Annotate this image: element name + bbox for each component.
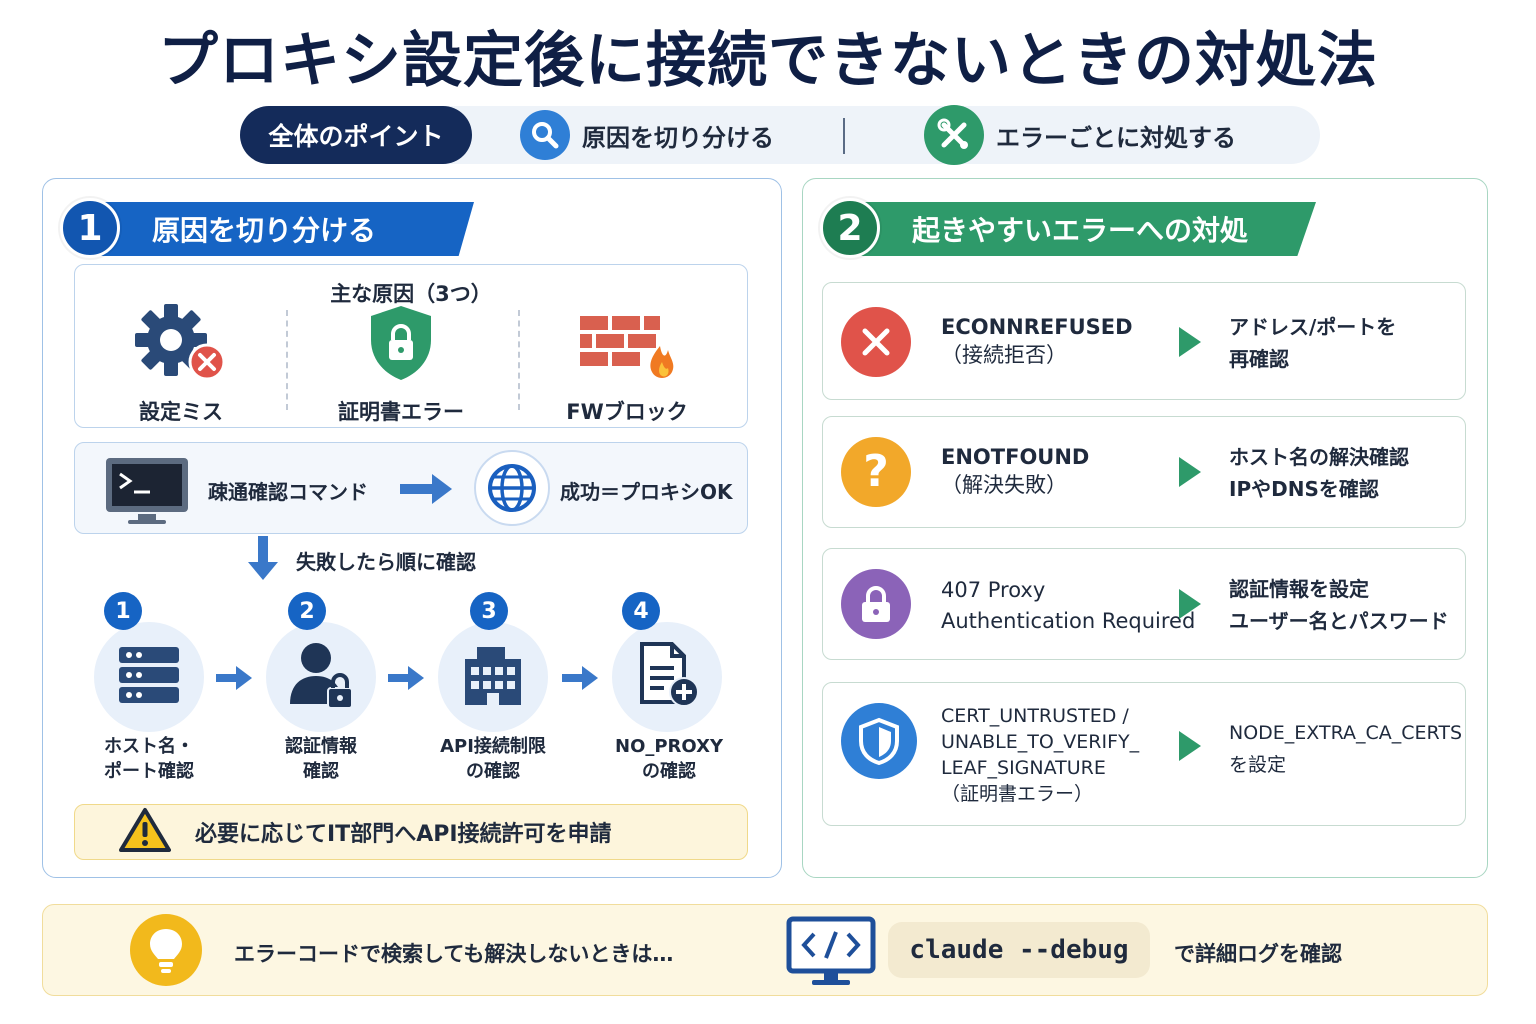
command-label: 疎通確認コマンド bbox=[208, 480, 368, 504]
summary-label: 全体のポイント bbox=[240, 106, 472, 164]
page-title: プロキシ設定後に接続できないときの対処法 bbox=[158, 26, 1378, 96]
building-icon bbox=[461, 643, 525, 711]
section2-number: 2 bbox=[820, 198, 880, 258]
step1-circle bbox=[94, 622, 204, 732]
lightbulb-icon bbox=[130, 914, 202, 986]
step4-circle bbox=[612, 622, 722, 732]
question-icon: ? bbox=[841, 437, 911, 507]
section1-panel bbox=[42, 178, 782, 878]
debug-suffix: で詳細ログを確認 bbox=[1174, 942, 1342, 966]
arrow-right-icon bbox=[562, 666, 598, 694]
arrow-down-icon bbox=[248, 536, 278, 584]
globe-icon bbox=[474, 450, 550, 526]
success-label: 成功＝プロキシOK bbox=[560, 480, 733, 504]
search-icon bbox=[520, 110, 570, 160]
arrow-right-icon bbox=[1179, 327, 1201, 357]
cause-firewall: FWブロック bbox=[532, 300, 722, 426]
tools-icon bbox=[924, 105, 984, 165]
error-card-enotfound: ? ENOTFOUND （解決失敗） ホスト名の解決確認 IPやDNSを確認 bbox=[822, 416, 1466, 528]
section1-heading: 原因を切り分ける bbox=[90, 202, 474, 256]
cause-config: 設定ミス bbox=[86, 300, 276, 426]
document-add-icon bbox=[632, 640, 702, 714]
arrow-right-icon bbox=[1179, 457, 1201, 487]
section2-heading: 起きやすいエラーへの対処 bbox=[850, 202, 1316, 256]
step1-number: 1 bbox=[104, 592, 142, 630]
debug-command: claude --debug bbox=[888, 922, 1150, 978]
lock-icon bbox=[841, 569, 911, 639]
debug-tip-text: エラーコードで検索しても解決しないときは… bbox=[234, 942, 674, 966]
arrow-right-icon bbox=[400, 474, 452, 508]
causes-title: 主な原因（3つ） bbox=[330, 282, 492, 306]
error-card-cert: CERT_UNTRUSTED / UNABLE_TO_VERIFY_ LEAF_… bbox=[822, 682, 1466, 826]
step1-label: ホスト名・ ポート確認 bbox=[104, 736, 194, 782]
causes-divider bbox=[286, 310, 288, 410]
user-lock-icon bbox=[286, 640, 356, 714]
warning-icon bbox=[119, 807, 171, 857]
server-icon bbox=[117, 645, 181, 709]
brick-wall-icon bbox=[572, 300, 682, 388]
arrow-right-icon bbox=[1179, 589, 1201, 619]
terminal-icon bbox=[104, 456, 190, 530]
shield-lock-icon bbox=[361, 300, 441, 388]
close-icon bbox=[841, 307, 911, 377]
step3-circle bbox=[438, 622, 548, 732]
section1-number: 1 bbox=[60, 198, 120, 258]
step3-label: API接続制限 の確認 bbox=[440, 736, 546, 782]
summary-point-handle: エラーごとに対処する bbox=[924, 105, 1236, 165]
debug-tip-bar bbox=[42, 904, 1488, 996]
error-card-407: 407 Proxy Authentication Required 認証情報を設… bbox=[822, 548, 1466, 660]
step2-label: 認証情報 確認 bbox=[285, 736, 357, 782]
it-request-note: 必要に応じてIT部門へAPI接続許可を申請 bbox=[74, 804, 748, 860]
step4-number: 4 bbox=[622, 592, 660, 630]
section2-panel bbox=[802, 178, 1488, 878]
error-card-econnrefused: ECONNREFUSED （接続拒否） アドレス/ポートを 再確認 bbox=[822, 282, 1466, 400]
shield-icon bbox=[841, 703, 917, 779]
step2-circle bbox=[266, 622, 376, 732]
cause-certificate: 証明書エラー bbox=[306, 300, 496, 426]
arrow-right-icon bbox=[1179, 731, 1201, 761]
step4-label: NO_PROXY の確認 bbox=[615, 736, 723, 782]
arrow-right-icon bbox=[216, 666, 252, 694]
gear-icon bbox=[131, 300, 231, 388]
summary-divider bbox=[843, 118, 845, 154]
fail-label: 失敗したら順に確認 bbox=[296, 550, 476, 574]
code-monitor-icon bbox=[786, 916, 876, 992]
causes-divider bbox=[518, 310, 520, 410]
arrow-right-icon bbox=[388, 666, 424, 694]
step2-number: 2 bbox=[288, 592, 326, 630]
step3-number: 3 bbox=[470, 592, 508, 630]
summary-point-isolate: 原因を切り分ける bbox=[520, 106, 774, 164]
